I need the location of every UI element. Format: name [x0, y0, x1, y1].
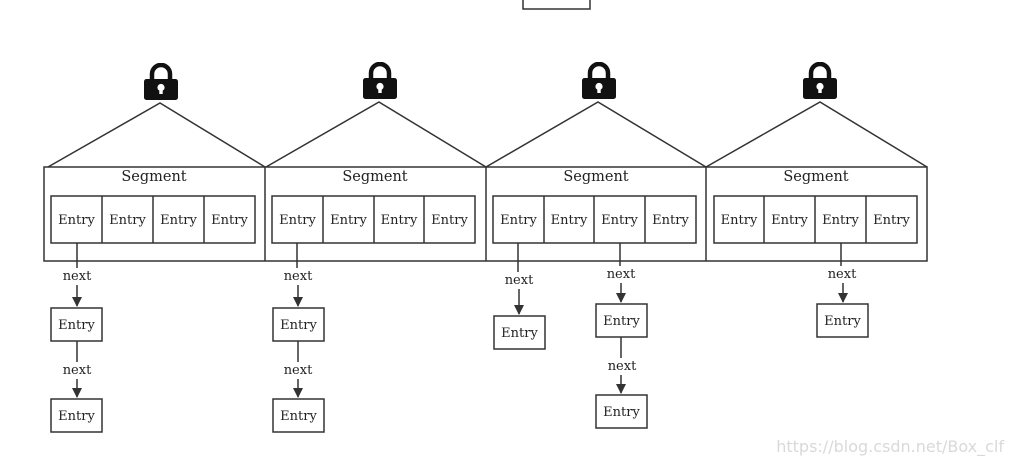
entry-label: Entry — [211, 213, 248, 228]
next-label: next — [63, 363, 92, 378]
entry-label: Entry — [160, 213, 197, 228]
entry-label: Entry — [58, 318, 95, 333]
entry-label: Entry — [873, 213, 910, 228]
segment: Segment Entry Entry Entry Entry — [271, 169, 476, 244]
lock-connectors — [47, 101, 928, 168]
entry-label: Entry — [652, 213, 689, 228]
lock-icon — [144, 65, 178, 100]
lock-icon — [582, 64, 616, 99]
segment-label: Segment — [563, 169, 628, 185]
entry-label: Entry — [330, 213, 367, 228]
chain-entry — [50, 398, 103, 433]
entry-label: Entry — [109, 213, 146, 228]
chain-entry — [493, 315, 546, 350]
segment: Segment Entry Entry Entry Entry — [50, 169, 256, 244]
next-label: next — [63, 269, 92, 284]
entry-label: Entry — [58, 213, 95, 228]
lock-icon — [803, 64, 837, 99]
next-label: next — [828, 267, 857, 282]
lock-icon — [363, 64, 397, 99]
next-label: next — [608, 359, 637, 374]
entry-label: Entry — [280, 318, 317, 333]
entry-label: Entry — [501, 326, 538, 341]
entry-label: Entry — [500, 213, 537, 228]
segment-label: Segment — [121, 169, 186, 185]
chain-entry — [595, 303, 648, 338]
entry-label: Entry — [601, 213, 638, 228]
next-label: next — [284, 363, 313, 378]
entry-label: Entry — [824, 314, 861, 329]
entry-label: Entry — [771, 213, 808, 228]
segment-label: Segment — [342, 169, 407, 185]
chain-entry — [595, 394, 648, 429]
entry-chain: next Entry next Entry — [50, 243, 103, 433]
entry-chain: next Entry next Entry — [595, 243, 648, 429]
segment: Segment Entry Entry Entry Entry — [713, 169, 918, 244]
next-label: next — [505, 273, 534, 288]
entry-label: Entry — [58, 409, 95, 424]
entry-label: Entry — [603, 405, 640, 420]
watermark: https://blog.csdn.net/Box_clf — [776, 437, 1004, 457]
entry-label: Entry — [721, 213, 758, 228]
segment: Segment Entry Entry Entry Entry — [492, 169, 697, 244]
chain-entry — [50, 307, 103, 342]
entry-label: Entry — [431, 213, 468, 228]
chain-entry — [816, 303, 869, 338]
entry-label: Entry — [381, 213, 418, 228]
segment-label: Segment — [783, 169, 848, 185]
entry-label: Entry — [822, 213, 859, 228]
entry-chain: next Entry next Entry — [272, 243, 325, 433]
entry-label: Entry — [279, 213, 316, 228]
next-label: next — [284, 269, 313, 284]
entry-chain: next Entry — [493, 243, 546, 350]
entry-label: Entry — [280, 409, 317, 424]
entry-label: Entry — [603, 314, 640, 329]
next-label: next — [607, 267, 636, 282]
top-table-box — [522, 0, 591, 10]
entry-label: Entry — [551, 213, 588, 228]
chain-entry — [272, 398, 325, 433]
entry-chain: next Entry — [816, 243, 869, 338]
